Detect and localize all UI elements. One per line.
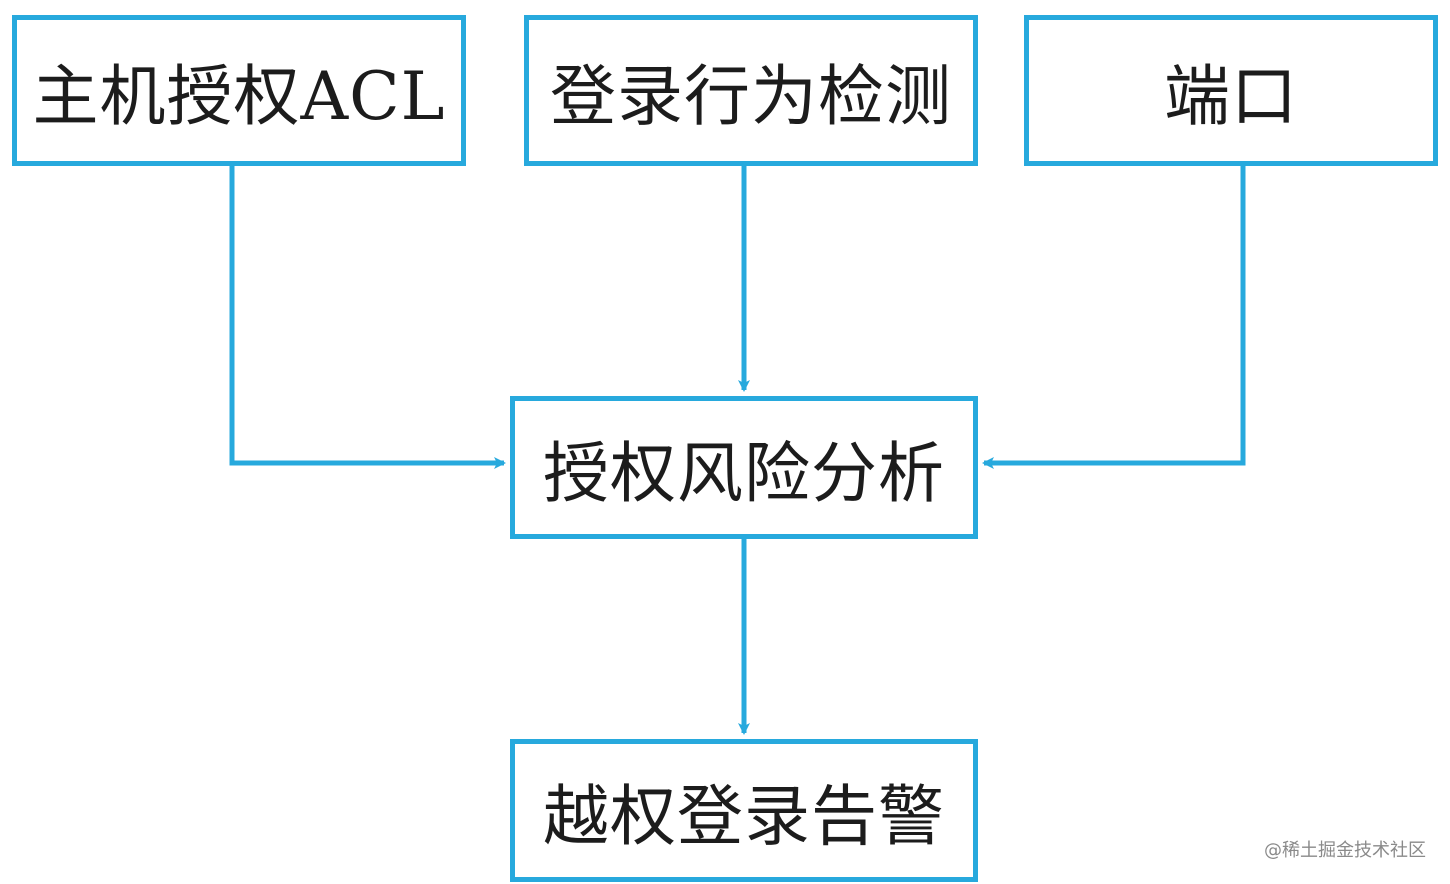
node-port-label: 端口 [1164, 57, 1298, 135]
node-port: 端口 [1024, 15, 1438, 166]
node-alert: 越权登录告警 [510, 739, 978, 882]
watermark: @稀土掘金技术社区 [1264, 840, 1426, 861]
node-login-behavior: 登录行为检测 [524, 15, 978, 166]
node-login-behavior-label: 登录行为检测 [550, 57, 952, 135]
edge-port-to-risk [982, 166, 1246, 469]
node-alert-label: 越权登录告警 [543, 777, 945, 855]
node-host-acl: 主机授权ACL [12, 15, 466, 166]
node-host-acl-label: 主机授权ACL [32, 57, 446, 135]
node-risk-analysis: 授权风险分析 [510, 396, 978, 539]
node-risk-analysis-label: 授权风险分析 [543, 434, 945, 512]
edge-host-acl-to-risk [229, 166, 506, 469]
